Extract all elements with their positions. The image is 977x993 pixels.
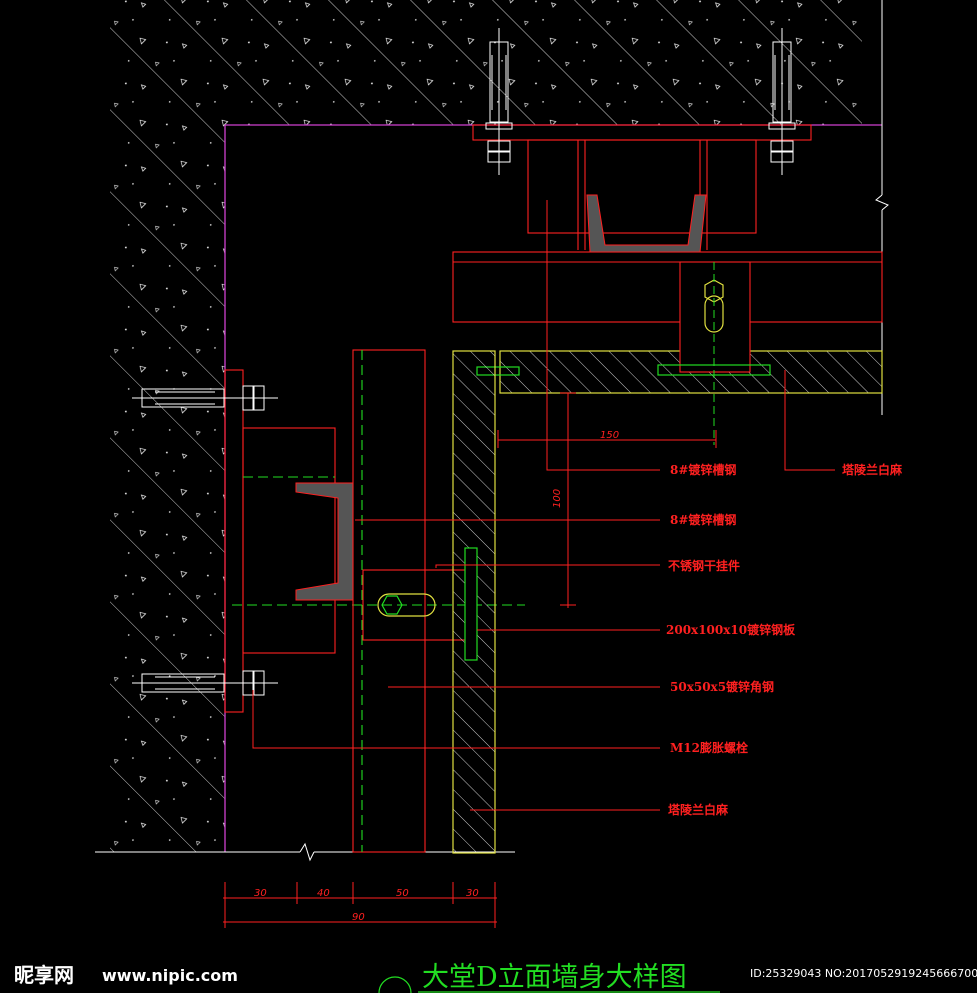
drawing-title: 大堂D立面墙身大样图: [422, 962, 687, 993]
dim-90-total: 90: [352, 912, 365, 923]
ceiling-channel-steel: [586, 194, 707, 253]
ceiling-bracket: [452, 124, 883, 323]
label-channel-steel-2: 8#镀锌槽钢: [670, 512, 736, 527]
concrete-structure: [110, 0, 862, 852]
watermark: 昵享网 www.nipic.com ID:25329043 NO:2017052…: [14, 963, 977, 987]
annotation-labels: 8#镀锌槽钢 8#镀锌槽钢 不锈钢干挂件 200x100x10镀锌钢板 50x5…: [666, 462, 903, 817]
watermark-url: www.nipic.com: [102, 966, 238, 985]
label-expansion-bolt: M12膨胀螺栓: [670, 740, 748, 755]
label-angle-steel: 50x50x5镀锌角钢: [670, 679, 774, 694]
drawing-title-block: 大堂D立面墙身大样图: [378, 962, 720, 993]
watermark-id: ID:25329043 NO:20170529192456667000: [750, 967, 977, 980]
wall-anchor-bolt-top: [132, 385, 278, 411]
ceiling-anchor-bolt-left: [485, 28, 513, 175]
title-circle-tag: [378, 976, 412, 993]
dim-30-right: 30: [466, 888, 479, 899]
dimension-lines: [223, 392, 717, 928]
wall-stone-panel: [452, 350, 496, 854]
label-stone-wall: 塔陵兰白麻: [668, 802, 729, 817]
label-steel-plate: 200x100x10镀锌钢板: [666, 622, 796, 637]
ceiling-anchor-bolt-right: [768, 28, 796, 175]
dim-50: 50: [396, 888, 409, 899]
dim-30-left: 30: [254, 888, 267, 899]
dim-40: 40: [317, 888, 330, 899]
watermark-logo: 昵享网: [14, 963, 74, 987]
wall-anchor-bolt-bottom: [132, 670, 278, 696]
dim-100: 100: [552, 489, 563, 508]
label-channel-steel-1: 8#镀锌槽钢: [670, 462, 736, 477]
label-stone-ceiling: 塔陵兰白麻: [842, 462, 903, 477]
label-stainless-hanger: 不锈钢干挂件: [668, 558, 740, 573]
ceiling-stone-slab: [476, 261, 883, 445]
dimension-text: 150 100 30 40 50 30 90: [254, 430, 619, 923]
leader-lines: [252, 200, 835, 811]
dim-150: 150: [600, 430, 619, 441]
wall-channel-steel: [295, 482, 354, 601]
stone-hanger-bolt: [377, 593, 436, 617]
